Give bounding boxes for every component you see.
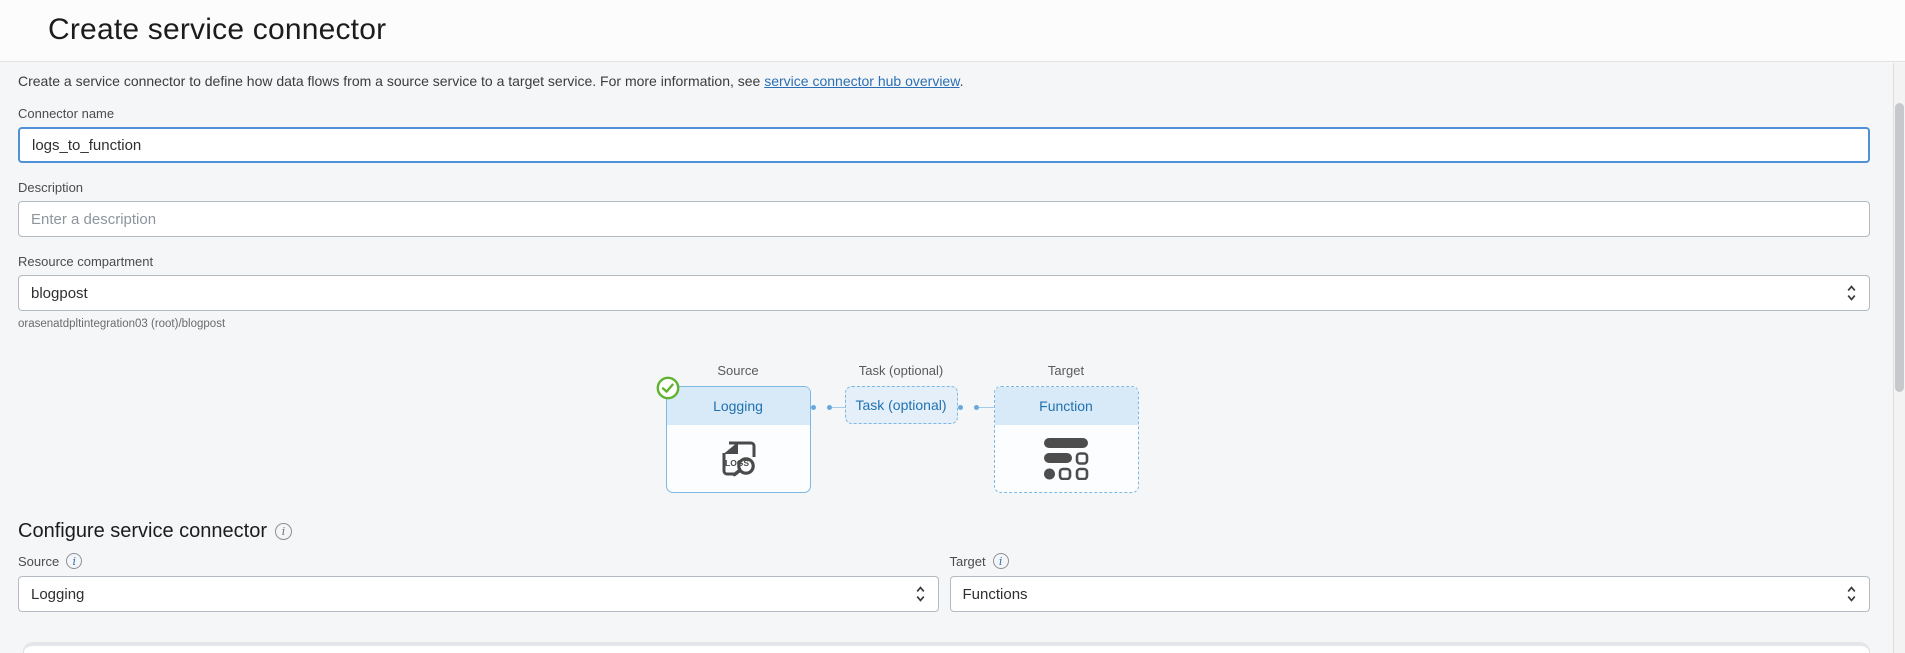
source-node[interactable]: Logging LOGS — [656, 376, 811, 493]
page-title: Create service connector — [48, 13, 387, 46]
source-target-row: Source i Logging Target i Functions — [18, 553, 1870, 612]
connector-line — [978, 406, 994, 409]
connector-line — [831, 406, 845, 409]
intro-after: . — [959, 73, 964, 89]
diagram-target-column: Target Function — [993, 363, 1139, 493]
page-header: Create service connector — [0, 0, 1905, 62]
description-label: Description — [18, 180, 84, 195]
target-column-label: Target — [1047, 363, 1085, 378]
target-select[interactable]: Functions — [949, 576, 1870, 612]
source-node-label: Logging — [666, 387, 810, 425]
vertical-scrollbar-thumb[interactable] — [1895, 103, 1904, 392]
connector-name-input[interactable] — [18, 127, 1870, 163]
target-node[interactable]: Function — [993, 386, 1139, 493]
diagram-task-column: Task (optional) Task (optional) — [844, 363, 958, 424]
connector-dot — [810, 405, 816, 410]
configure-section-heading: Configure service connector i — [18, 520, 1870, 543]
success-check-icon — [656, 376, 680, 400]
target-info-icon[interactable]: i — [992, 553, 1009, 569]
connector-dot — [973, 405, 979, 410]
svg-text:LOGS: LOGS — [725, 458, 749, 468]
description-input[interactable] — [18, 201, 1870, 237]
configuration-panel — [23, 642, 1870, 653]
configure-target-label: Target — [949, 553, 986, 569]
connector-task-target — [957, 405, 994, 410]
compartment-path-text: orasenatdpltintegration03 (root)/blogpos… — [18, 318, 226, 330]
connector-dot — [957, 405, 963, 410]
source-info-icon[interactable]: i — [66, 553, 83, 569]
configure-info-icon[interactable]: i — [275, 523, 293, 540]
connector-name-field: Connector name — [18, 106, 1870, 163]
resource-compartment-label: Resource compartment — [18, 254, 154, 269]
intro-text: Create a service connector to define how… — [18, 73, 1870, 89]
functions-icon — [1043, 437, 1089, 480]
resource-compartment-value: blogpost — [31, 284, 88, 302]
vertical-scrollbar-track[interactable] — [1893, 63, 1905, 653]
description-field: Description — [18, 180, 1870, 237]
connector-name-label: Connector name — [18, 106, 115, 121]
configure-source-column: Source i Logging — [18, 553, 939, 612]
target-node-label: Function — [994, 387, 1138, 425]
flow-diagram: Source Logging — [0, 363, 1828, 493]
source-select[interactable]: Logging — [18, 576, 939, 612]
select-chevrons-icon — [915, 585, 926, 603]
main-content: Create a service connector to define how… — [0, 62, 1905, 612]
configure-source-label: Source — [18, 553, 60, 569]
source-select-value: Logging — [31, 585, 85, 603]
configure-heading-text: Configure service connector — [18, 520, 268, 542]
select-chevrons-icon — [1846, 585, 1857, 603]
logs-icon: LOGS — [715, 438, 761, 480]
diagram-source-column: Source Logging — [656, 363, 811, 493]
intro-before: Create a service connector to define how… — [18, 73, 765, 89]
resource-compartment-field: Resource compartment blogpost orasenatdp… — [18, 254, 1870, 330]
configure-target-column: Target i Functions — [949, 553, 1870, 612]
service-connector-hub-overview-link[interactable]: service connector hub overview — [764, 73, 960, 89]
resource-compartment-select[interactable]: blogpost — [18, 275, 1870, 311]
target-select-value: Functions — [962, 585, 1028, 603]
task-column-label: Task (optional) — [858, 363, 944, 378]
connector-source-task — [810, 405, 845, 410]
source-column-label: Source — [717, 363, 759, 378]
task-node[interactable]: Task (optional) — [844, 386, 958, 424]
connector-dot — [826, 405, 832, 410]
select-chevrons-icon — [1846, 284, 1857, 302]
